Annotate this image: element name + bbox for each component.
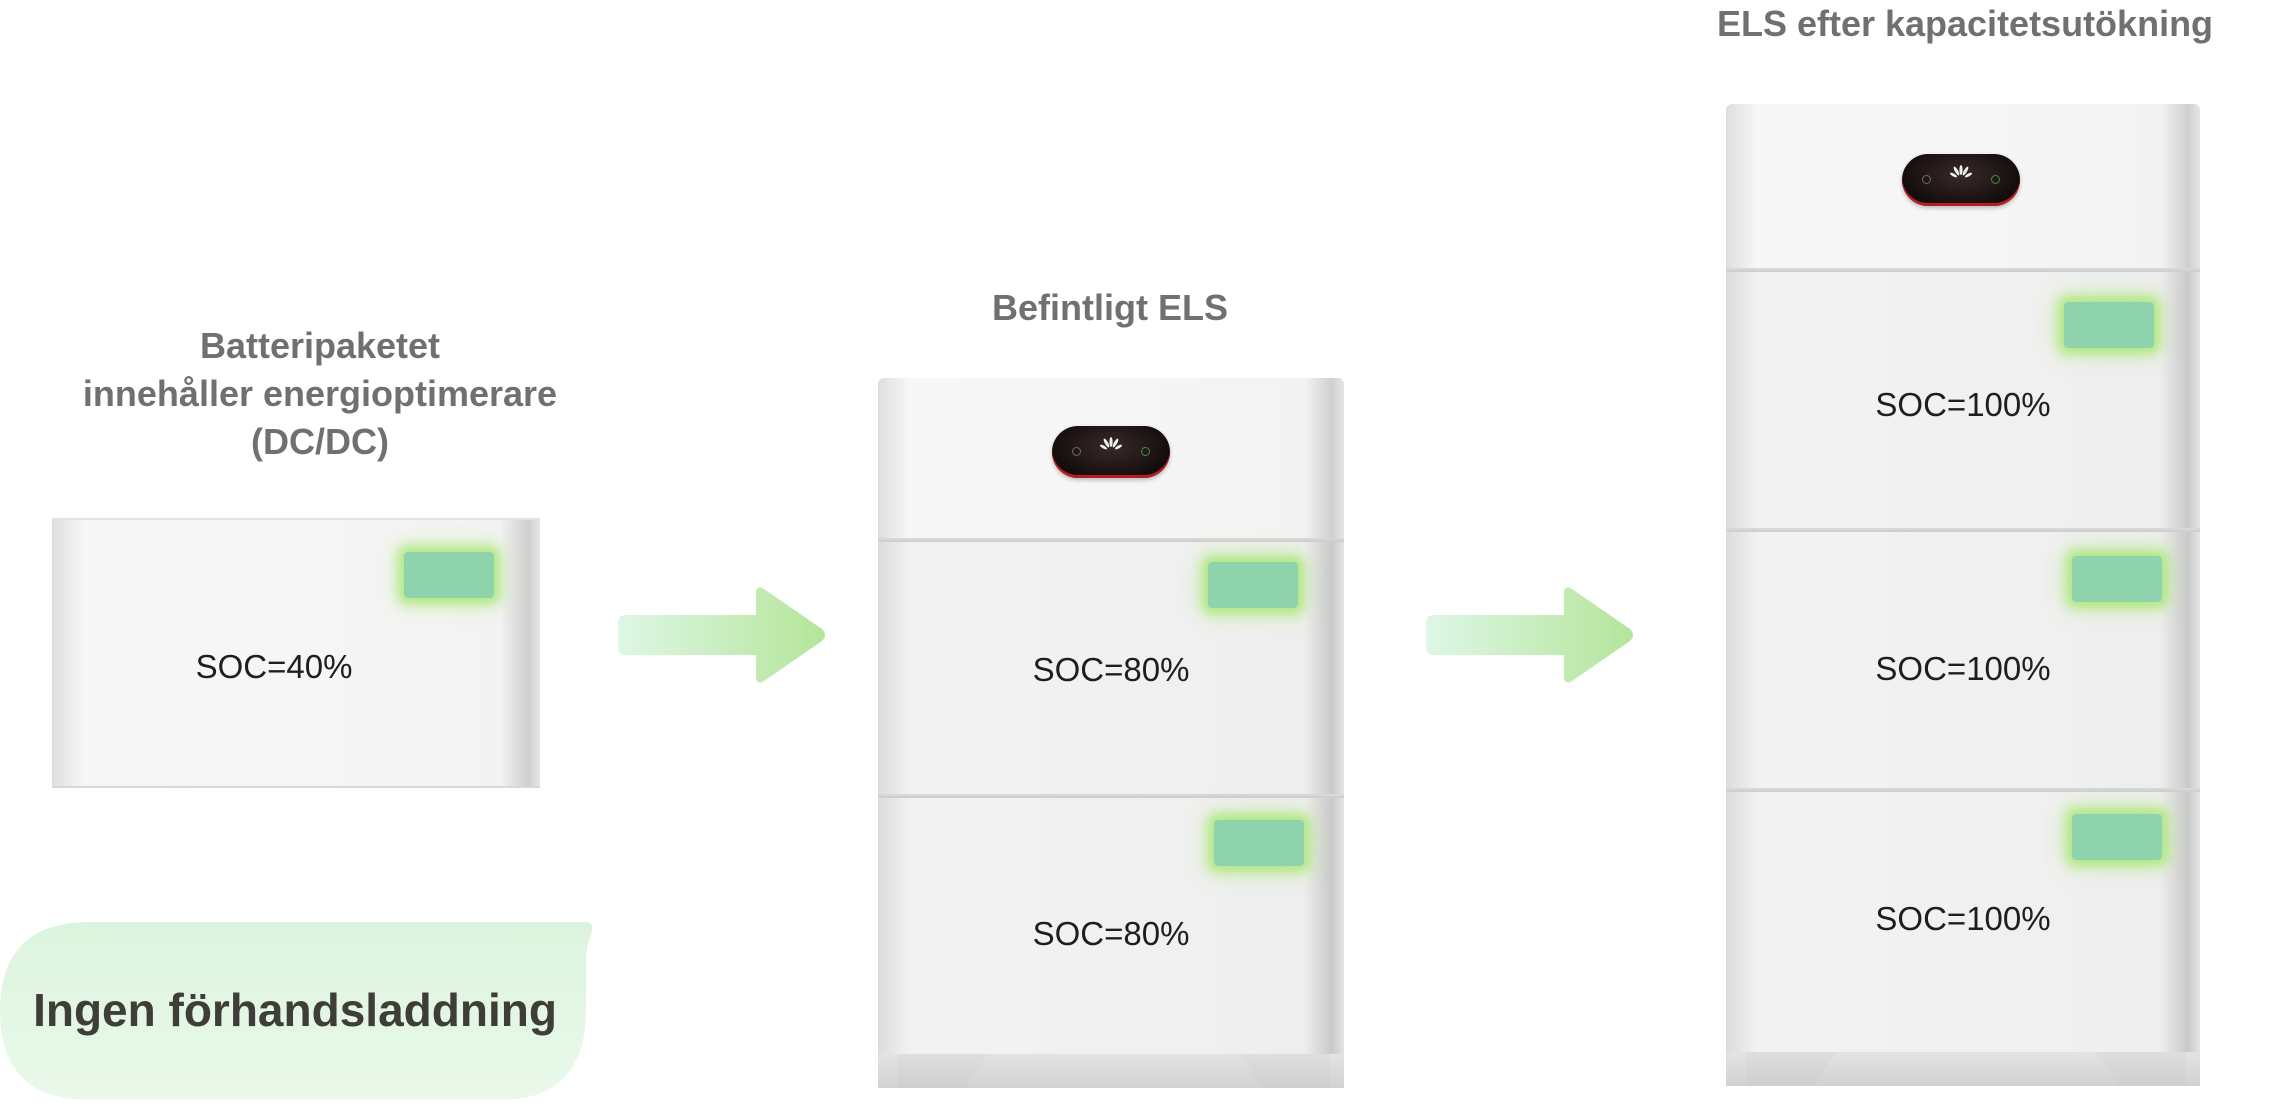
existing-els-module-2-led bbox=[1214, 820, 1304, 866]
expanded-els-module-3-soc: SOC=100% bbox=[1875, 900, 2051, 937]
expanded-els-module-1-led bbox=[2064, 302, 2154, 348]
arrow-right-icon bbox=[618, 587, 825, 683]
existing-els-module-1-soc: SOC=80% bbox=[1032, 651, 1190, 688]
expanded-els-module-2-soc: SOC=100% bbox=[1875, 650, 2051, 687]
standalone-caption-line-3: (DC/DC) bbox=[251, 421, 389, 462]
existing-els-right-foot bbox=[1240, 1054, 1330, 1088]
expanded-els-caption: ELS efter kapacitetsutökning bbox=[1716, 3, 2214, 44]
existing-els-module-1 bbox=[878, 540, 1344, 796]
display-power-dot bbox=[1072, 447, 1081, 456]
arrow-right-icon bbox=[1426, 587, 1633, 683]
expanded-els-controller bbox=[1726, 104, 2200, 270]
existing-els-module-2 bbox=[878, 796, 1344, 1056]
display-power-dot bbox=[1922, 175, 1931, 184]
existing-els-caption: Befintligt ELS bbox=[992, 287, 1228, 328]
expanded-els-display-panel bbox=[1902, 154, 2020, 206]
existing-els-controller bbox=[878, 378, 1344, 540]
standalone-soc-label: SOC=40% bbox=[195, 648, 353, 685]
brand-logo-icon bbox=[1100, 437, 1122, 450]
display-status-dot bbox=[1141, 447, 1150, 456]
expanded-els-module-2-led bbox=[2072, 556, 2162, 602]
existing-els-display-panel bbox=[1052, 426, 1170, 478]
existing-els-left-foot bbox=[898, 1054, 988, 1088]
existing-els-module-1-led bbox=[1208, 562, 1298, 608]
expanded-els-base bbox=[1726, 1052, 2200, 1086]
expanded-els-module-1-soc: SOC=100% bbox=[1875, 386, 2051, 423]
standalone-caption-line-2: innehåller energioptimerare bbox=[82, 373, 558, 414]
existing-els-base bbox=[878, 1054, 1344, 1088]
precharge-label: Ingen förhandsladdning bbox=[33, 984, 557, 1036]
expanded-els-module-1 bbox=[1726, 270, 2200, 530]
precharge-callout: Ingen förhandsladdning bbox=[0, 920, 600, 1100]
expanded-els-module-2 bbox=[1726, 530, 2200, 790]
standalone-battery-pack bbox=[52, 518, 540, 788]
expanded-els-module-3-led bbox=[2072, 814, 2162, 860]
expanded-els-left-foot bbox=[1746, 1052, 1836, 1086]
display-status-dot bbox=[1991, 175, 2000, 184]
speech-bubble-shape bbox=[0, 922, 593, 1100]
expanded-els-right-foot bbox=[2096, 1052, 2186, 1086]
brand-logo-icon bbox=[1950, 165, 1972, 178]
standalone-caption: Batteripaketet innehåller energioptimera… bbox=[30, 322, 610, 466]
standalone-status-led bbox=[404, 552, 494, 598]
standalone-caption-line-1: Batteripaketet bbox=[199, 325, 441, 366]
existing-els-module-2-soc: SOC=80% bbox=[1032, 915, 1190, 952]
